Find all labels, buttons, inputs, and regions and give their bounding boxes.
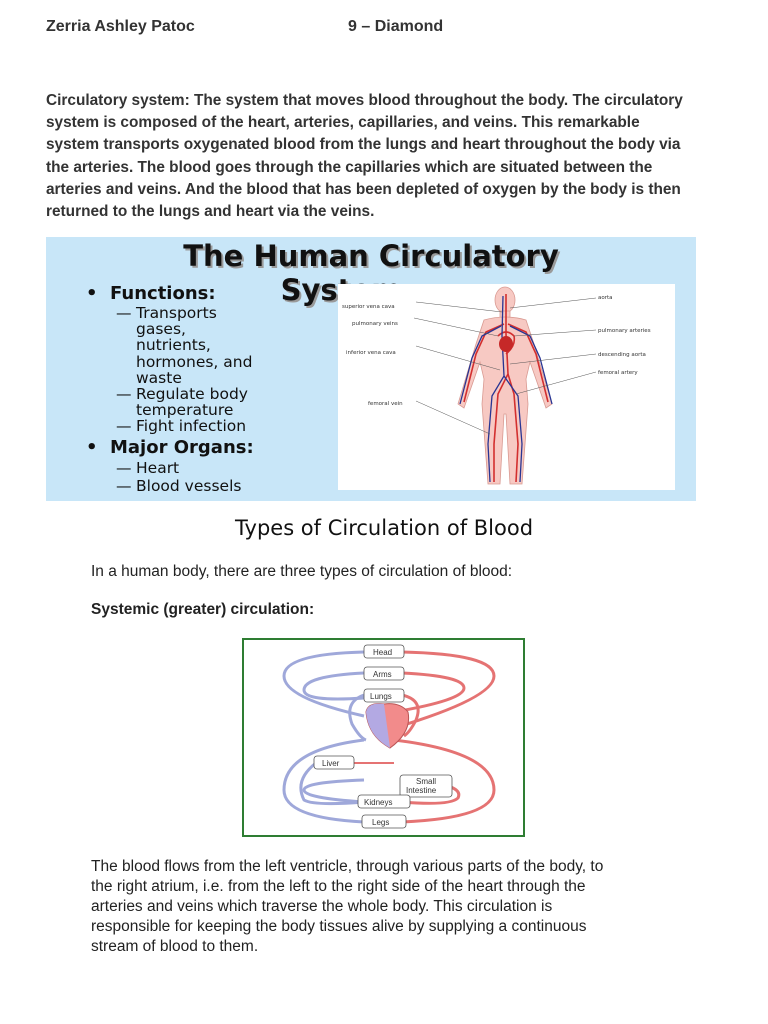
intro-line: system transports oxygenated blood from … [46,136,681,154]
organ-item: —Blood vessels [116,476,242,495]
intro-line: the arteries. The blood goes through the… [46,158,653,176]
circulatory-system-slide: The Human Circulatory System •Functions:… [46,237,696,501]
label-femoral-vein: femoral vein [368,401,403,407]
paragraph-line: the right atrium, i.e. from the left to … [91,878,586,895]
function-item: —Transports gases, nutrients, hormones, … [116,304,253,387]
organ-label-boxes [313,644,453,829]
veins [459,295,553,483]
bullet-icon: • [86,283,98,304]
label-femoral-artery: femoral artery [598,370,638,376]
functions-heading: •Functions: [86,283,216,304]
organ-item: —Heart [116,458,180,477]
label-liver: Liver [322,759,340,768]
systemic-heading: Systemic (greater) circulation: [91,601,315,618]
label-lungs: Lungs [370,692,392,701]
class-section: 9 – Diamond [348,18,444,35]
label-legs: Legs [372,818,389,827]
heart-icon [499,336,513,352]
label-arms: Arms [373,670,392,679]
paragraph-line: The blood flows from the left ventricle,… [91,858,604,875]
intro-line: Circulatory system: The system that move… [46,92,683,109]
body-silhouette [457,286,553,485]
label-aorta: aorta [598,295,613,301]
systemic-circulation-diagram: Head Arms Lungs Liver Small Intestine Ki… [242,638,525,837]
function-item: —Regulate body temperature [116,385,248,420]
functions-list: •Functions: —Transports gases, nutrients… [86,283,366,494]
label-pulmonary-arteries: pulmonary arteries [598,328,651,334]
human-body-illustration: superior vena cava pulmonary veins infer… [342,286,651,485]
label-kidneys: Kidneys [364,798,392,807]
section-title: Types of Circulation of Blood [234,516,534,540]
circulatory-figure: superior vena cava pulmonary veins infer… [338,284,675,490]
label-small-intestine-1: Small [416,777,436,786]
label-descending-aorta: descending aorta [598,352,646,358]
label-small-intestine-2: Intestine [406,786,437,795]
label-inferior-vena-cava: inferior vena cava [346,350,396,356]
intro-line: system is composed of the heart, arterie… [46,114,640,132]
label-head: Head [373,648,392,657]
function-item: —Fight infection [116,417,247,436]
paragraph-line: responsible for keeping the body tissues… [91,918,587,935]
paragraph-line: stream of blood to them. [91,938,259,955]
intro-line: arteries and veins. And the blood that h… [46,180,681,198]
label-pulmonary-veins: pulmonary veins [352,321,398,327]
systemic-description: The blood flows from the left ventricle,… [91,857,691,957]
intro-line: returned to the lungs and heart via the … [46,203,375,221]
intro-paragraph: Circulatory system: The system that move… [46,90,730,223]
organs-heading: •Major Organs: [86,436,254,458]
venous-loops [282,650,367,824]
label-superior-vena-cava: superior vena cava [342,304,395,310]
circulation-loops-illustration: Head Arms Lungs Liver Small Intestine Ki… [282,644,496,829]
bullet-icon: • [86,436,98,458]
slide-title-line-1: The Human Circulatory [183,239,559,273]
leader-lines [413,297,597,435]
paragraph-line: arteries and veins which traverse the wh… [91,898,553,915]
heart-icon [365,703,410,749]
author-name: Zerria Ashley Patoc [46,18,195,35]
types-intro: In a human body, there are three types o… [91,563,513,580]
